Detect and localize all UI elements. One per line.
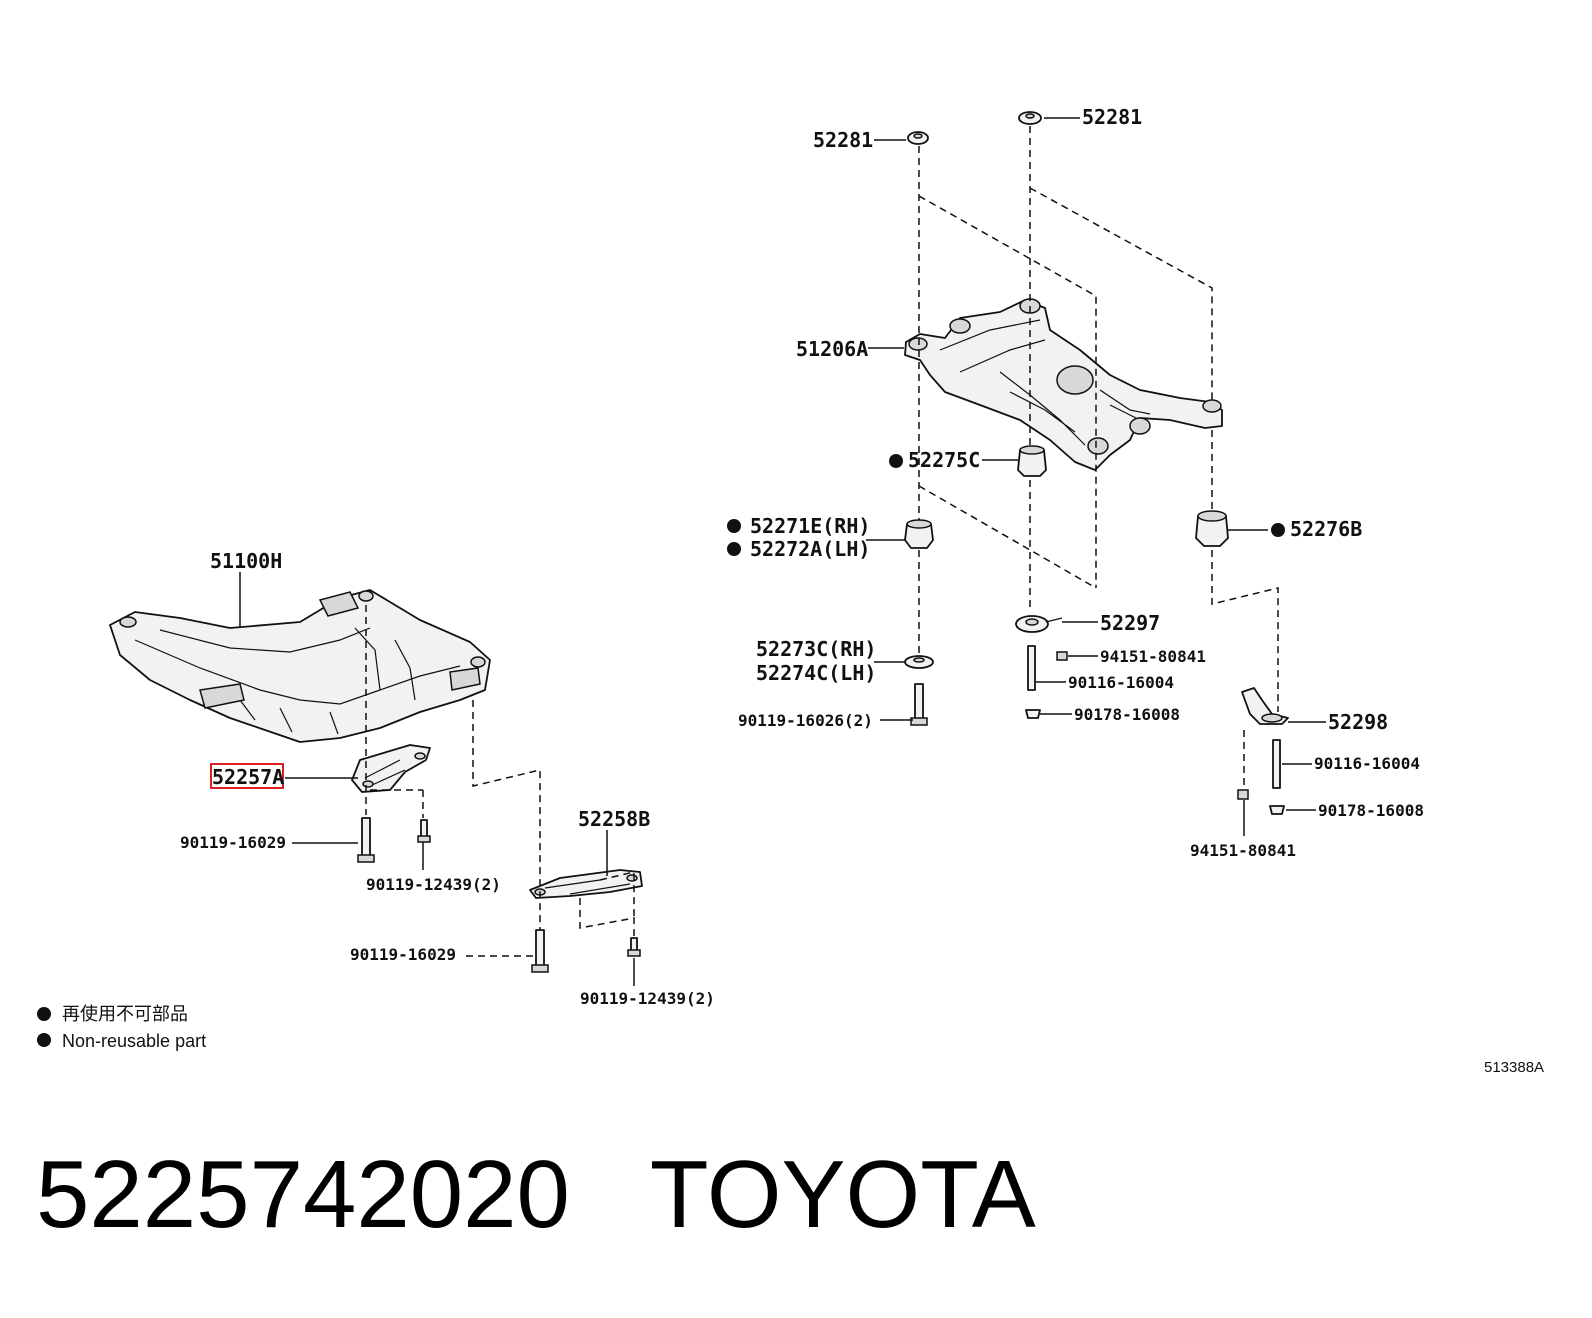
label-51100H[interactable]: 51100H xyxy=(210,549,282,573)
label-52273C[interactable]: 52273C(RH) xyxy=(756,637,876,661)
label-90119-12439-b[interactable]: 90119-12439(2) xyxy=(580,989,715,1008)
front-guide-lines xyxy=(365,605,635,936)
label-90116-16004-a[interactable]: 90116-16004 xyxy=(1068,673,1174,692)
label-90178-16008-a[interactable]: 90178-16008 xyxy=(1074,705,1180,724)
legend-dot-2 xyxy=(37,1033,51,1047)
selected-part-highlight xyxy=(210,763,284,789)
nut-90178-16008-b-illustration xyxy=(1269,805,1285,815)
stopper-52298-illustration xyxy=(1241,687,1289,725)
title-row: 5225742020 TOYOTA xyxy=(36,1140,1036,1250)
label-90116-16004-b[interactable]: 90116-16004 xyxy=(1314,754,1420,773)
title-part-number: 5225742020 xyxy=(36,1141,570,1248)
label-52281-a[interactable]: 52281 xyxy=(813,128,873,152)
label-52271E[interactable]: 52271E(RH) xyxy=(750,514,870,538)
label-90119-16029-a[interactable]: 90119-16029 xyxy=(180,833,286,852)
legend-line-1: 再使用不可部品 xyxy=(62,1004,188,1024)
non-reusable-dot-52271E xyxy=(727,519,741,533)
bushing-52276B-illustration xyxy=(1195,510,1229,547)
rear-leader-lines xyxy=(866,117,1326,836)
title-brand: TOYOTA xyxy=(649,1141,1036,1248)
bolt-90119-16029-b-illustration xyxy=(531,929,549,973)
label-90119-16029-b[interactable]: 90119-16029 xyxy=(350,945,456,964)
label-90178-16008-b[interactable]: 90178-16008 xyxy=(1318,801,1424,820)
non-reusable-dot-52272A xyxy=(727,542,741,556)
legend-dot-1 xyxy=(37,1007,51,1021)
label-94151-80841-b[interactable]: 94151-80841 xyxy=(1190,841,1296,860)
bolt-90119-12439-b-illustration xyxy=(627,937,641,957)
label-52297[interactable]: 52297 xyxy=(1100,611,1160,635)
bolt-90119-16029-a-illustration xyxy=(357,817,375,863)
washer-52273C-52274C-illustration xyxy=(904,655,934,669)
bushing-52271E-52272A-illustration xyxy=(904,519,934,549)
label-52258B[interactable]: 52258B xyxy=(578,807,650,831)
nut-90178-16008-a-illustration xyxy=(1025,709,1041,719)
rear-crossmember-illustration xyxy=(904,298,1223,471)
label-52276B[interactable]: 52276B xyxy=(1290,517,1362,541)
front-crossmember-illustration xyxy=(109,589,491,743)
label-52257A[interactable]: 52257A xyxy=(212,765,284,789)
bolt-90119-16026-illustration xyxy=(910,683,928,726)
label-90119-16026[interactable]: 90119-16026(2) xyxy=(738,711,873,730)
label-52275C[interactable]: 52275C xyxy=(908,448,980,472)
washer-52281-b-illustration xyxy=(1018,111,1042,125)
rear-guide-lines xyxy=(918,126,1279,788)
legend-line-2: Non-reusable part xyxy=(62,1031,206,1051)
bushing-52275C-illustration xyxy=(1017,445,1047,477)
bolt-90116-16004-b-illustration xyxy=(1272,739,1281,789)
washer-52281-a-illustration xyxy=(907,131,929,145)
label-51206A[interactable]: 51206A xyxy=(796,337,868,361)
stopper-52297-illustration xyxy=(1015,615,1063,633)
legend: 再使用不可部品 Non-reusable part xyxy=(37,1004,206,1051)
nut-94151-80841-b-illustration xyxy=(1237,789,1249,800)
label-94151-80841-a[interactable]: 94151-80841 xyxy=(1100,647,1206,666)
bracket-52257A-illustration xyxy=(351,744,431,793)
label-52281-b[interactable]: 52281 xyxy=(1082,105,1142,129)
label-52272A[interactable]: 52272A(LH) xyxy=(750,537,870,561)
label-52274C[interactable]: 52274C(LH) xyxy=(756,661,876,685)
label-52298[interactable]: 52298 xyxy=(1328,710,1388,734)
bolt-90119-12439-a-illustration xyxy=(417,819,431,843)
diagram-code: 513388A xyxy=(1484,1059,1544,1076)
bolt-90116-16004-a-illustration xyxy=(1027,645,1036,691)
front-leader-lines xyxy=(239,572,635,986)
non-reusable-dot-52276B xyxy=(1271,523,1285,537)
label-90119-12439-a[interactable]: 90119-12439(2) xyxy=(366,875,501,894)
non-reusable-dot-52275C xyxy=(889,454,903,468)
nut-94151-80841-a-illustration xyxy=(1056,651,1068,661)
